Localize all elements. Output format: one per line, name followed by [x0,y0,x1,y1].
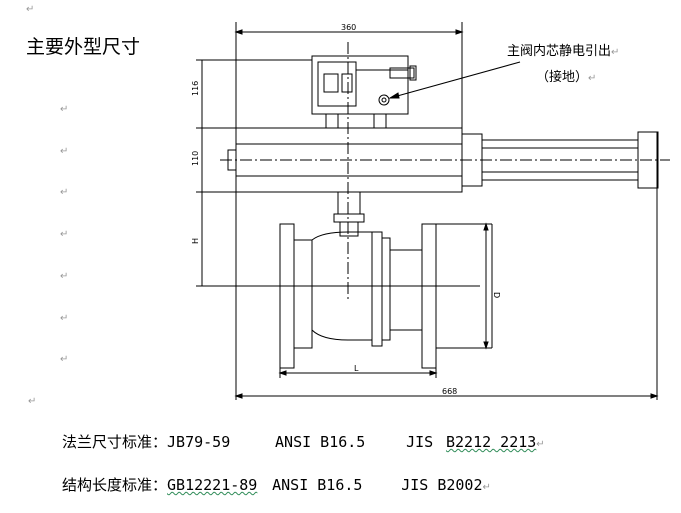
dim-d-label: D [492,292,501,298]
arrow-icon [455,29,464,35]
callout-line1: 主阀内芯静电引出 [507,44,612,59]
flange-jis-code: B2212 2213 [445,433,537,451]
paragraph-mark: ↵ [60,104,69,115]
paragraph-mark: ↵ [60,146,69,157]
arrow-icon [234,393,243,399]
dim-h-label: H [191,238,200,244]
dim-l-label: L [354,364,359,373]
ground-terminal-icon [378,94,390,106]
dim-110-label: 110 [191,151,200,166]
structure-jis: JIS B2002 [401,476,483,494]
flange-jb: JB79-59 [167,433,231,451]
callout-leader [389,61,521,99]
arrow-icon [278,370,287,376]
dim-668-label: 668 [442,387,457,396]
structure-standard-line: 结构长度标准：GB12221-89 ANSI B16.5 JIS B2002↵ [62,476,491,494]
flange-standard-line: 法兰尺寸标准：JB79-59 ANSI B16.5 JIS B2212 2213… [62,433,545,451]
paragraph-mark: ↵ [60,229,69,240]
callout-text: 主阀内芯静电引出↵ [507,44,620,59]
arrow-icon [483,341,489,350]
paragraph-mark: ↵ [60,313,69,324]
page-title: 主要外型尺寸 [26,36,141,58]
paragraph-mark: ↵ [28,396,37,407]
paragraph-mark: ↵ [60,187,69,198]
arrow-icon [483,222,489,231]
callout-line2: （接地） [536,70,589,85]
dim-360-label: 360 [341,23,356,32]
structure-gb: GB12221-89 [167,476,258,494]
flange-ansi: ANSI B16.5 [275,433,366,451]
structure-standard-label: 结构长度标准： [62,476,168,494]
flange-right [421,223,437,369]
callout-text-2: （接地）↵ [536,70,597,85]
paragraph-mark: ↵ [26,4,35,15]
flange-jis-prefix: JIS [406,433,434,451]
paragraph-mark: ↵ [60,354,69,365]
arrow-icon [234,29,243,35]
flange-left [279,223,295,369]
paragraph-mark: ↵ [60,271,69,282]
positioner-box [311,55,409,115]
dim-116-label: 116 [191,81,200,96]
structure-ansi: ANSI B16.5 [272,476,363,494]
flange-standard-label: 法兰尺寸标准： [62,433,168,451]
arrow-icon [650,393,659,399]
arrow-icon [429,370,438,376]
